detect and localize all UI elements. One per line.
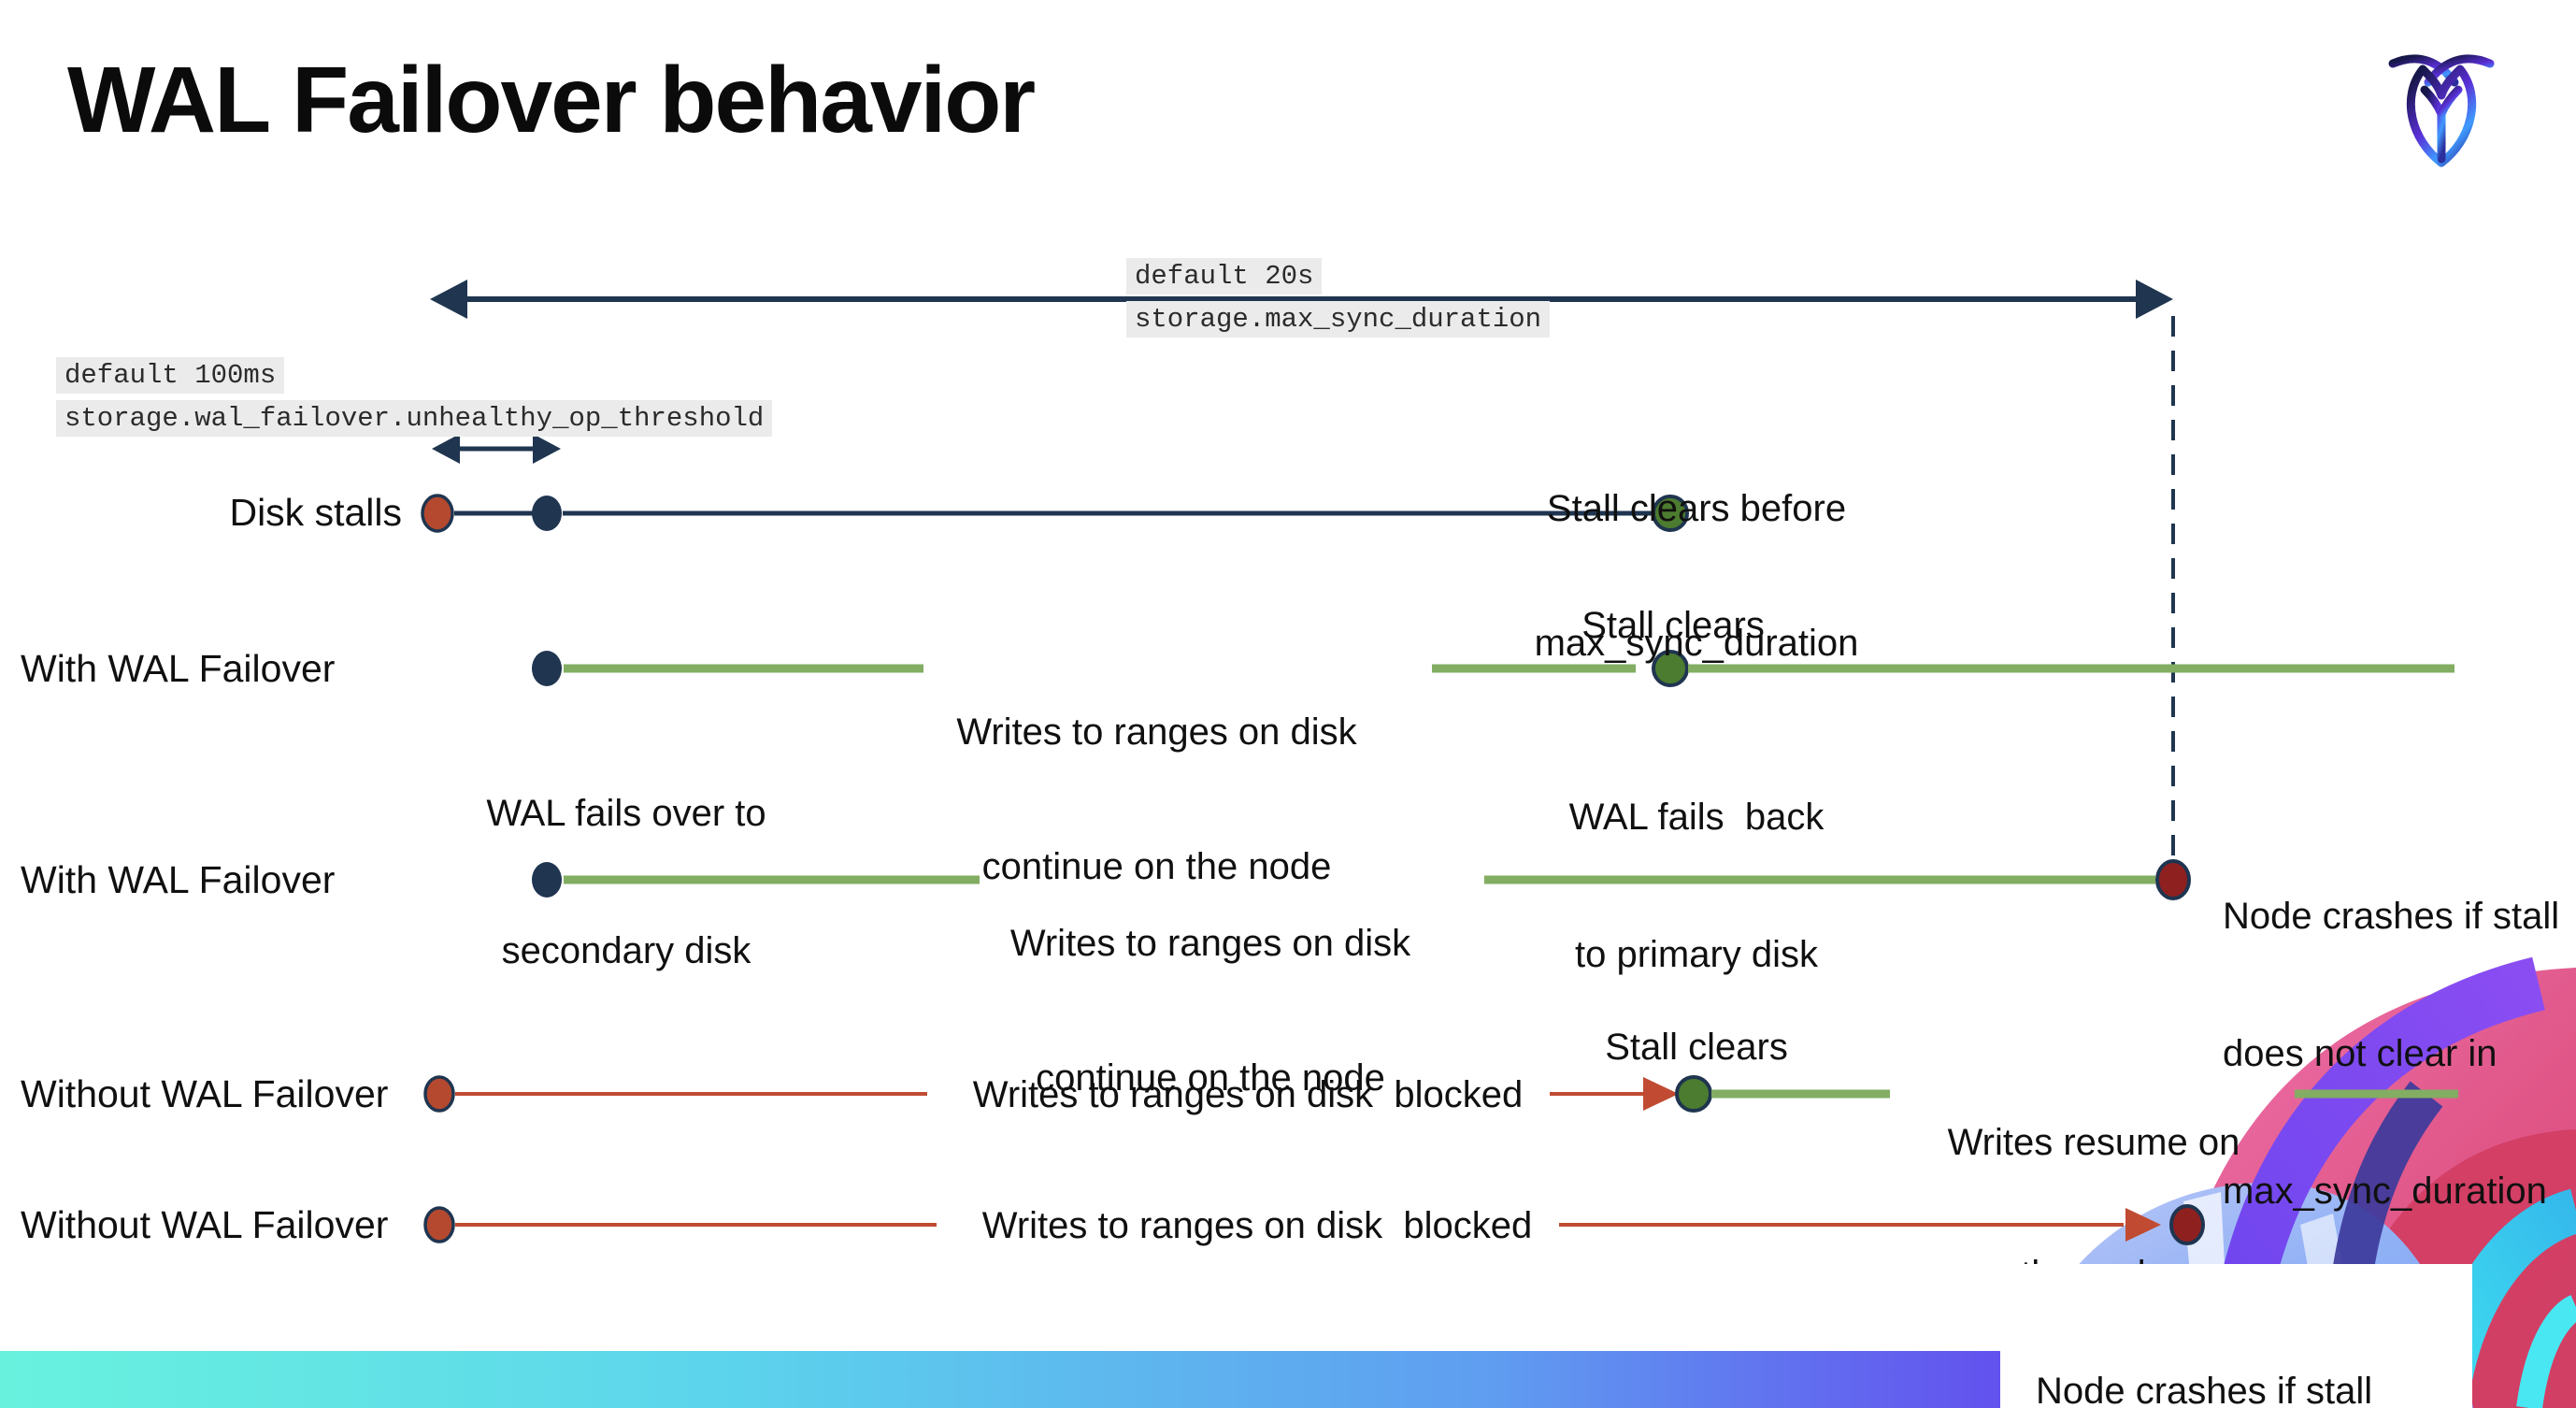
arrow-head-right-icon	[2125, 1208, 2161, 1242]
stall-clears-dot	[1675, 1075, 1712, 1113]
failover-dot	[532, 862, 562, 898]
arrow-head-left-icon	[430, 280, 467, 319]
arrow-head-right-icon	[2136, 280, 2173, 319]
arrow-head-right-icon	[1643, 1077, 1679, 1111]
stall-clears-dot	[1652, 495, 1689, 532]
threshold-dot	[532, 496, 562, 531]
arrow-head-right-icon	[533, 434, 561, 464]
art-cyan-sliver	[2516, 1295, 2576, 1408]
node-crash-dot	[2169, 1204, 2205, 1245]
arrow-head-left-icon	[432, 434, 460, 464]
node-crash-dot	[2155, 859, 2191, 900]
failover-dot	[532, 651, 562, 686]
stall-start-dot	[421, 494, 454, 533]
stall-start-dot	[423, 1075, 455, 1113]
stall-clears-dot	[1652, 650, 1689, 687]
stall-start-dot	[423, 1206, 455, 1243]
